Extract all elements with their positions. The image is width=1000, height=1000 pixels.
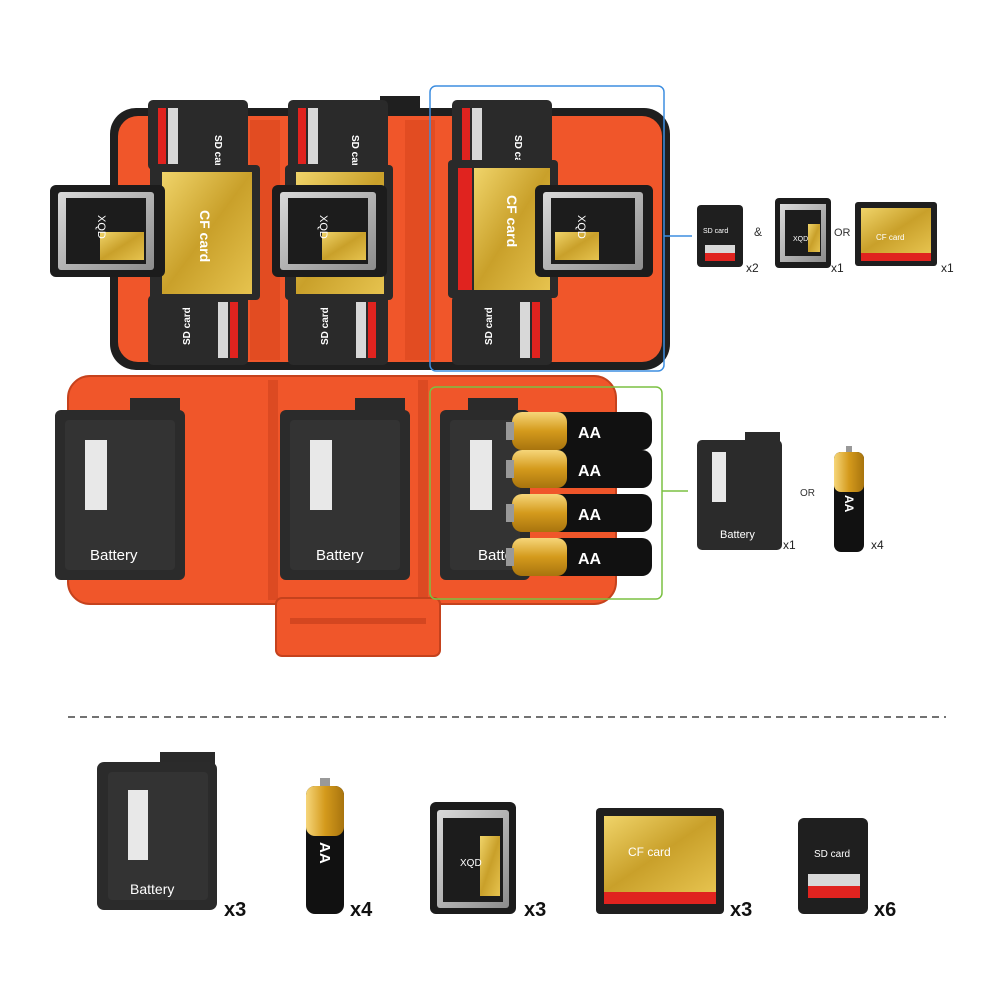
qty-battery-total: x3 [224,899,246,921]
qty-sd: x2 [746,261,759,275]
cf-label: CF card [504,195,520,247]
aa-label: AA [578,425,602,442]
cf-label: CF card [628,845,671,859]
legend-xqd-card: XQD [775,198,831,268]
xqd-label: XQD [793,236,808,243]
summary-cf: CF card [596,808,724,914]
sd-label: SD card [703,228,728,235]
aa-battery-4: AA [506,538,652,576]
qty-aa-total: x4 [350,899,373,921]
sd-card-slot-2: SD card [148,295,248,365]
qty-xqd-total: x3 [524,899,546,921]
sd-label: SD card [512,135,523,173]
aa-label: AA [578,507,602,524]
qty-cf-total: x3 [730,899,752,921]
battery-label: Battery [90,547,138,564]
xqd-card-slot-3: XQD [535,185,653,277]
qty-cf: x1 [941,261,954,275]
sd-card-slot-1: SD card [148,100,248,173]
battery-label: Battery [130,881,174,897]
cf-label: CF card [197,210,213,262]
xqd-label: XQD [317,215,329,239]
xqd-label: XQD [575,215,587,239]
battery-label: Battery [316,547,364,564]
highlight-frame-cards [429,85,665,372]
or-text: OR [800,488,815,499]
sd-card-slot-5: SD card [452,100,552,173]
summary-aa: AA [306,778,344,914]
sd-label: SD card [212,135,223,173]
qty-xqd: x1 [831,261,844,275]
xqd-label: XQD [95,215,107,239]
sd-label: SD card [484,307,495,345]
sd-card-slot-3: SD card [288,100,388,173]
qty-sd-total: x6 [874,899,896,921]
legend-sd-card: SD card [697,205,743,267]
battery-label: Battery [720,529,755,541]
cf-label: CF card [876,233,904,242]
sd-card-slot-4: SD card [288,295,388,365]
aa-label: AA [842,495,856,513]
legend-battery-pack: Battery [697,432,782,550]
xqd-label: XQD [460,858,482,869]
aa-battery-3: AA [506,494,652,532]
sd-card-slot-6: SD card [452,295,552,365]
sd-label: SD card [182,307,193,345]
xqd-card-slot-1: XQD [50,185,165,277]
sd-label: SD card [320,307,331,345]
summary-battery: Battery [97,752,217,910]
qty-battery: x1 [783,538,796,552]
battery-pack-2: Battery [280,398,410,580]
and-text: & [754,225,762,239]
aa-label: AA [316,842,333,864]
legend-cf-card: CF card [855,202,937,266]
highlight-frame-batteries [429,386,663,600]
sd-label: SD card [814,849,850,860]
legend-aa-battery: AA [834,446,864,552]
sd-label: SD card [349,135,360,173]
xqd-card-slot-2: XQD [272,185,387,277]
aa-battery-2: AA [506,450,652,488]
or-text: OR [834,227,851,239]
battery-pack-1: Battery [55,398,185,580]
qty-aa: x4 [871,538,884,552]
aa-battery-1: AA [506,412,652,450]
summary-xqd: XQD [430,802,516,914]
aa-label: AA [578,551,602,568]
summary-sd: SD card [798,818,868,914]
cf-card-slot-1: CF card [150,165,260,300]
aa-label: AA [578,463,602,480]
